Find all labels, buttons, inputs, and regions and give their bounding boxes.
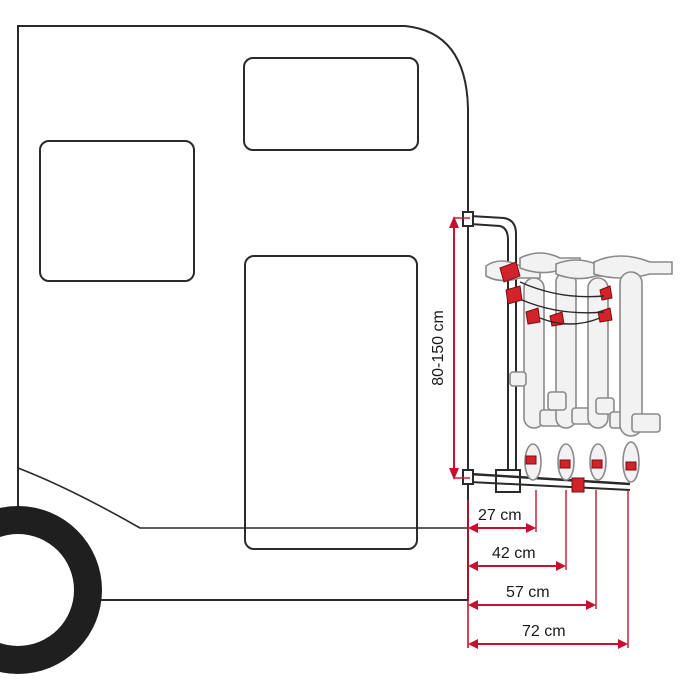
rack-top-arm (469, 215, 517, 470)
height-range-label: 80-150 cm (430, 310, 447, 386)
left-window (39, 140, 195, 282)
offset-label-42: 42 cm (492, 545, 536, 562)
rack-inner-arm (469, 223, 509, 470)
wheel (0, 506, 102, 674)
skirt-line (17, 467, 468, 529)
height-dimension (449, 216, 470, 480)
offset-27-line (468, 490, 537, 533)
bike-4 (593, 255, 673, 483)
offset-label-72: 72 cm (522, 623, 566, 640)
offset-label-27: 27 cm (478, 507, 522, 524)
bike-rack-frame (462, 211, 631, 493)
top-right-window (243, 57, 419, 151)
rack-top-bracket (462, 211, 474, 227)
bike-1 (485, 260, 565, 481)
offset-label-57: 57 cm (506, 584, 550, 601)
offset-72-line (468, 490, 629, 649)
rack-bottom-bracket (462, 469, 474, 485)
offset-57-line (468, 490, 597, 610)
offset-dimensions (467, 490, 629, 649)
rack-base-plate (495, 469, 521, 493)
rack-straps (499, 261, 637, 493)
offset-42-line (468, 490, 567, 571)
strap-cables (519, 281, 605, 325)
door (244, 255, 418, 550)
